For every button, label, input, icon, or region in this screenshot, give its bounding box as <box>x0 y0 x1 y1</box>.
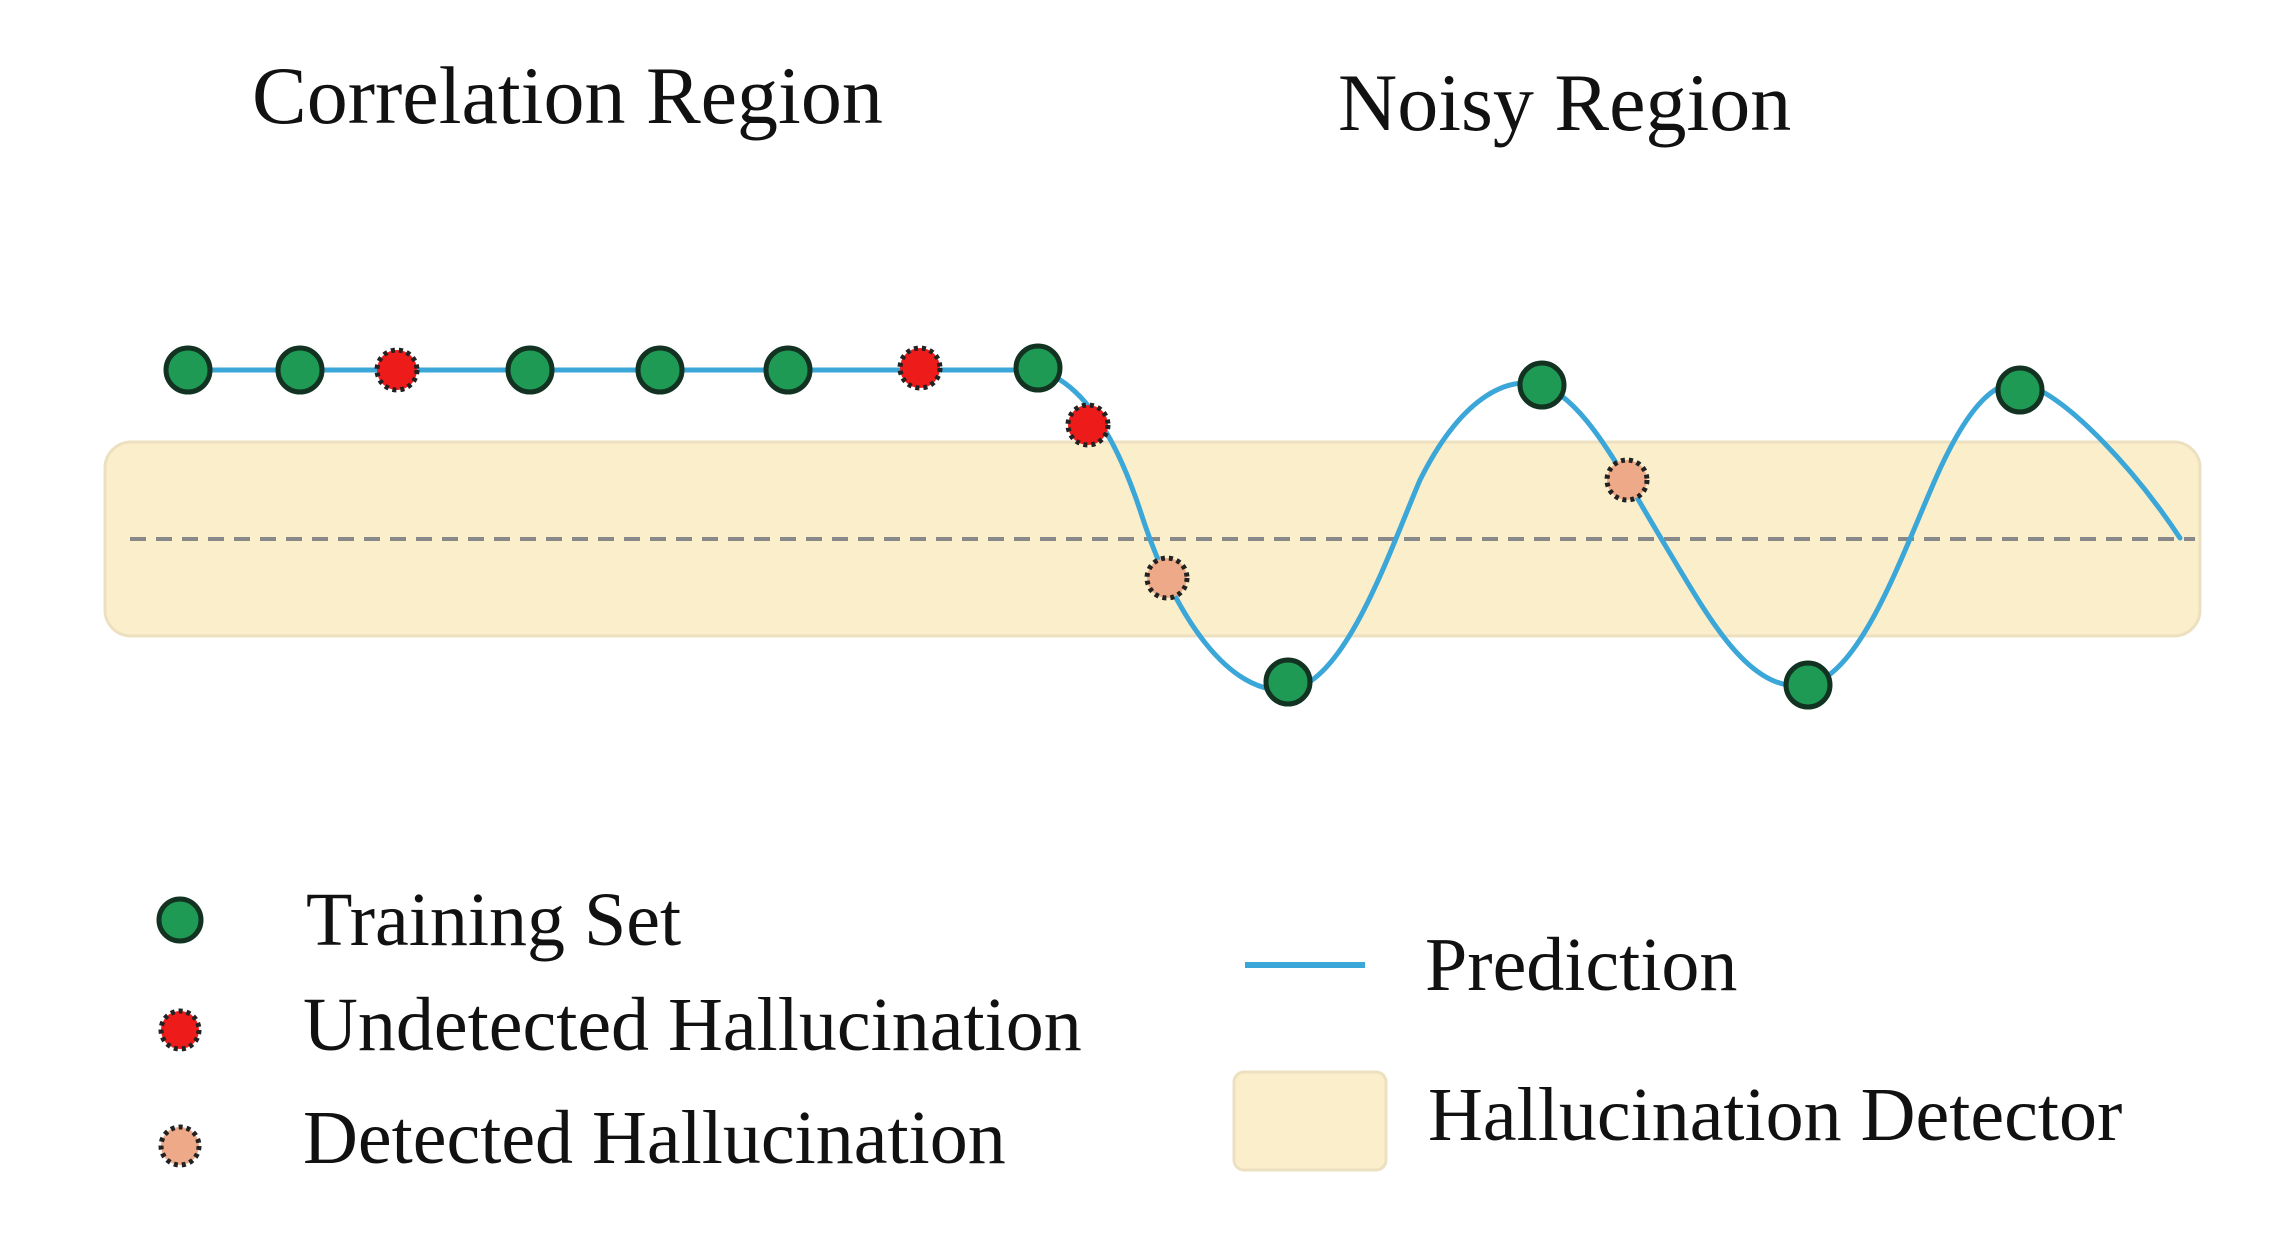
training-point <box>1013 343 1063 393</box>
training-point <box>163 345 213 395</box>
training-set-points <box>163 343 2045 710</box>
legend-detected-marker <box>158 1124 202 1168</box>
training-point <box>1517 360 1567 410</box>
legend: Training Set Undetected Hallucination De… <box>156 878 2122 1180</box>
training-point <box>763 345 813 395</box>
undetected-hallucination-points <box>374 345 1111 448</box>
legend-training-set-marker <box>156 896 204 944</box>
undetected-point <box>1065 402 1111 448</box>
training-point <box>505 345 555 395</box>
legend-detector-swatch <box>1232 1070 1388 1172</box>
legend-training-set-label: Training Set <box>306 878 681 962</box>
legend-detected-label: Detected Hallucination <box>303 1096 1006 1180</box>
training-point <box>275 345 325 395</box>
legend-undetected-label: Undetected Hallucination <box>303 983 1082 1067</box>
training-point <box>1263 657 1313 707</box>
undetected-point <box>897 345 943 391</box>
training-point <box>1783 660 1833 710</box>
detected-hallucination-points <box>1144 457 1650 601</box>
detected-point <box>1144 555 1190 601</box>
training-point <box>1995 365 2045 415</box>
correlation-region-title: Correlation Region <box>252 50 883 141</box>
legend-prediction-label: Prediction <box>1425 923 1737 1007</box>
training-point <box>635 345 685 395</box>
legend-detector-label: Hallucination Detector <box>1428 1073 2122 1157</box>
undetected-point <box>374 347 420 393</box>
prediction-curve <box>185 367 2183 693</box>
legend-undetected-marker <box>158 1008 202 1052</box>
noisy-region-title: Noisy Region <box>1338 57 1791 148</box>
detected-point <box>1604 457 1650 503</box>
